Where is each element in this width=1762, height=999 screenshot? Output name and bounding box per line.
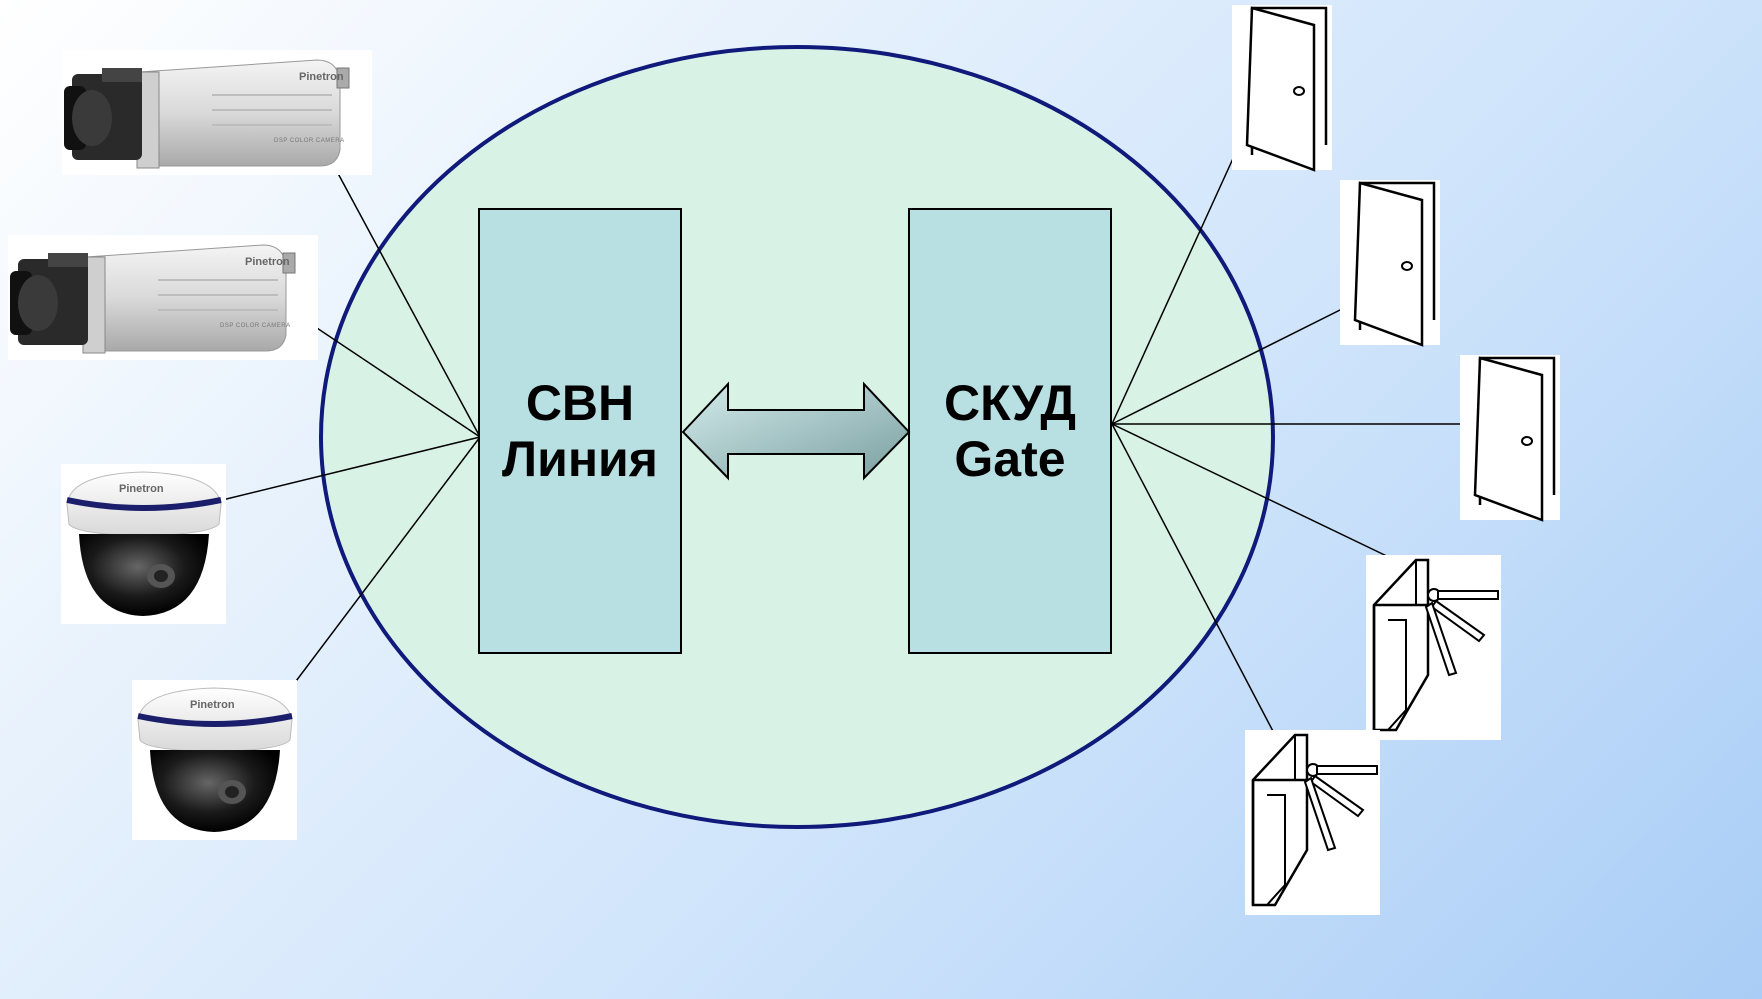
box-camera-icon[interactable] (7, 234, 319, 361)
dome-camera-icon[interactable] (132, 680, 297, 840)
skud-block[interactable]: СКУД Gate (908, 208, 1112, 654)
svn-label-line2: Линия (502, 431, 658, 487)
skud-label-line2: Gate (954, 431, 1065, 487)
svn-label-line1: СВН (526, 375, 634, 431)
dome-camera-icon[interactable] (61, 464, 226, 624)
turnstile-icon[interactable] (1243, 728, 1382, 917)
svn-block[interactable]: СВН Линия (478, 208, 682, 654)
skud-label-line1: СКУД (944, 375, 1076, 431)
door-icon[interactable] (1458, 353, 1562, 522)
turnstile-icon[interactable] (1364, 553, 1503, 742)
bidirectional-arrow-icon (681, 381, 911, 481)
access-point-connections (1111, 129, 1475, 736)
box-camera-icon[interactable] (61, 49, 373, 176)
door-icon[interactable] (1338, 178, 1442, 347)
door-icon[interactable] (1230, 3, 1334, 172)
